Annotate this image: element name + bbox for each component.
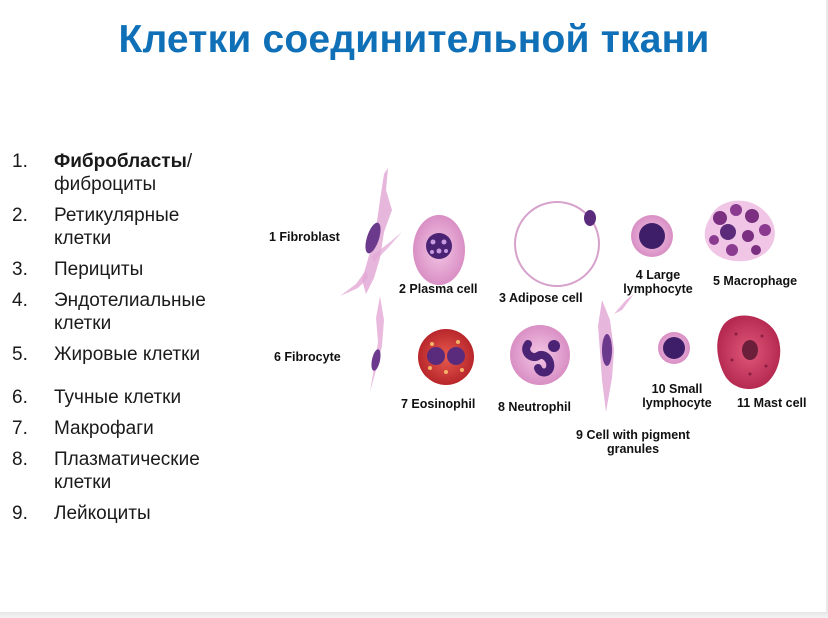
fibrocyte-cell (370, 296, 384, 392)
list-item-line1: Макрофаги (54, 418, 154, 439)
list-item-line2: клетки (54, 472, 112, 493)
fibroblast-cell (340, 168, 402, 296)
list-item: 3. Перициты (12, 258, 262, 281)
pigment-cell (598, 294, 634, 412)
list-item-line1: Лейкоциты (54, 503, 151, 524)
label-macrophage: 5 Macrophage (713, 274, 798, 288)
slide-title: Клетки соединительной ткани (118, 18, 710, 61)
large-lymphocyte-cell (631, 215, 673, 257)
label-eosinophil: 7 Eosinophil (401, 397, 476, 411)
list-item-line1: Эндотелиальные (54, 290, 206, 311)
small-lymphocyte-cell (658, 332, 690, 364)
list-item-line1: Ретикулярные (54, 205, 180, 226)
macrophage-cell (704, 200, 775, 262)
label-mast-cell: 11 Mast cell (737, 396, 807, 410)
label-pigment-cell-1: 9 Cell with pigment (576, 428, 690, 442)
list-item: 9. Лейкоциты (12, 502, 262, 525)
list-item: 1. Фибробласты/ фиброциты (12, 150, 262, 196)
list-item-line2: клетки (54, 228, 112, 249)
list-item-line1: Жировые клетки (54, 344, 201, 365)
list-item: 8. Плазматические клетки (12, 448, 262, 494)
label-adipose-cell: 3 Adipose cell (499, 291, 583, 305)
list-item-line1: Перициты (54, 259, 144, 280)
list-item: 6. Тучные клетки (12, 386, 262, 409)
label-small-lymphocyte-2: lymphocyte (642, 396, 712, 410)
label-plasma-cell: 2 Plasma cell (399, 282, 478, 296)
label-small-lymphocyte-1: 10 Small (651, 382, 703, 396)
eosinophil-cell (418, 329, 474, 385)
cell-drawings (340, 168, 781, 412)
cell-type-list: 1. Фибробласты/ фиброциты 2. Ретикулярны… (12, 150, 262, 533)
label-pigment-cell-2: granules (606, 442, 660, 456)
label-fibroblast: 1 Fibroblast (269, 230, 340, 244)
list-number: 7. (12, 418, 28, 439)
list-item-line1: Плазматические (54, 449, 200, 470)
list-item: 7. Макрофаги (12, 417, 262, 440)
list-item-line1: Тучные клетки (54, 387, 182, 408)
slide-edge (826, 0, 828, 618)
plasma-cell (413, 215, 465, 285)
list-item-slash: / (186, 151, 193, 172)
list-number: 2. (12, 205, 28, 226)
list-number: 1. (12, 151, 28, 172)
list-item: 2. Ретикулярные клетки (12, 204, 262, 250)
cell-illustration: 1 Fibroblast 2 Plasma cell 3 Adipose cel… (262, 160, 828, 460)
list-item-line2: фиброциты (54, 174, 157, 195)
label-fibrocyte: 6 Fibrocyte (274, 350, 341, 364)
list-number: 5. (12, 344, 28, 365)
slide-bottom-border (0, 612, 828, 618)
list-item-line2: клетки (54, 313, 112, 334)
list-number: 9. (12, 503, 28, 524)
list-number: 3. (12, 259, 28, 280)
mast-cell (717, 315, 781, 389)
label-neutrophil: 8 Neutrophil (498, 400, 571, 414)
label-large-lymphocyte-2: lymphocyte (623, 282, 693, 296)
neutrophil-cell (510, 325, 570, 385)
list-number: 6. (12, 387, 28, 408)
adipose-cell (514, 201, 600, 287)
list-item-bold: Фибробласты (54, 151, 187, 172)
list-item: 5. Жировые клетки (12, 343, 262, 366)
label-large-lymphocyte-1: 4 Large (635, 268, 681, 282)
list-number: 8. (12, 449, 28, 470)
list-item: 4. Эндотелиальные клетки (12, 289, 262, 335)
list-number: 4. (12, 290, 28, 311)
